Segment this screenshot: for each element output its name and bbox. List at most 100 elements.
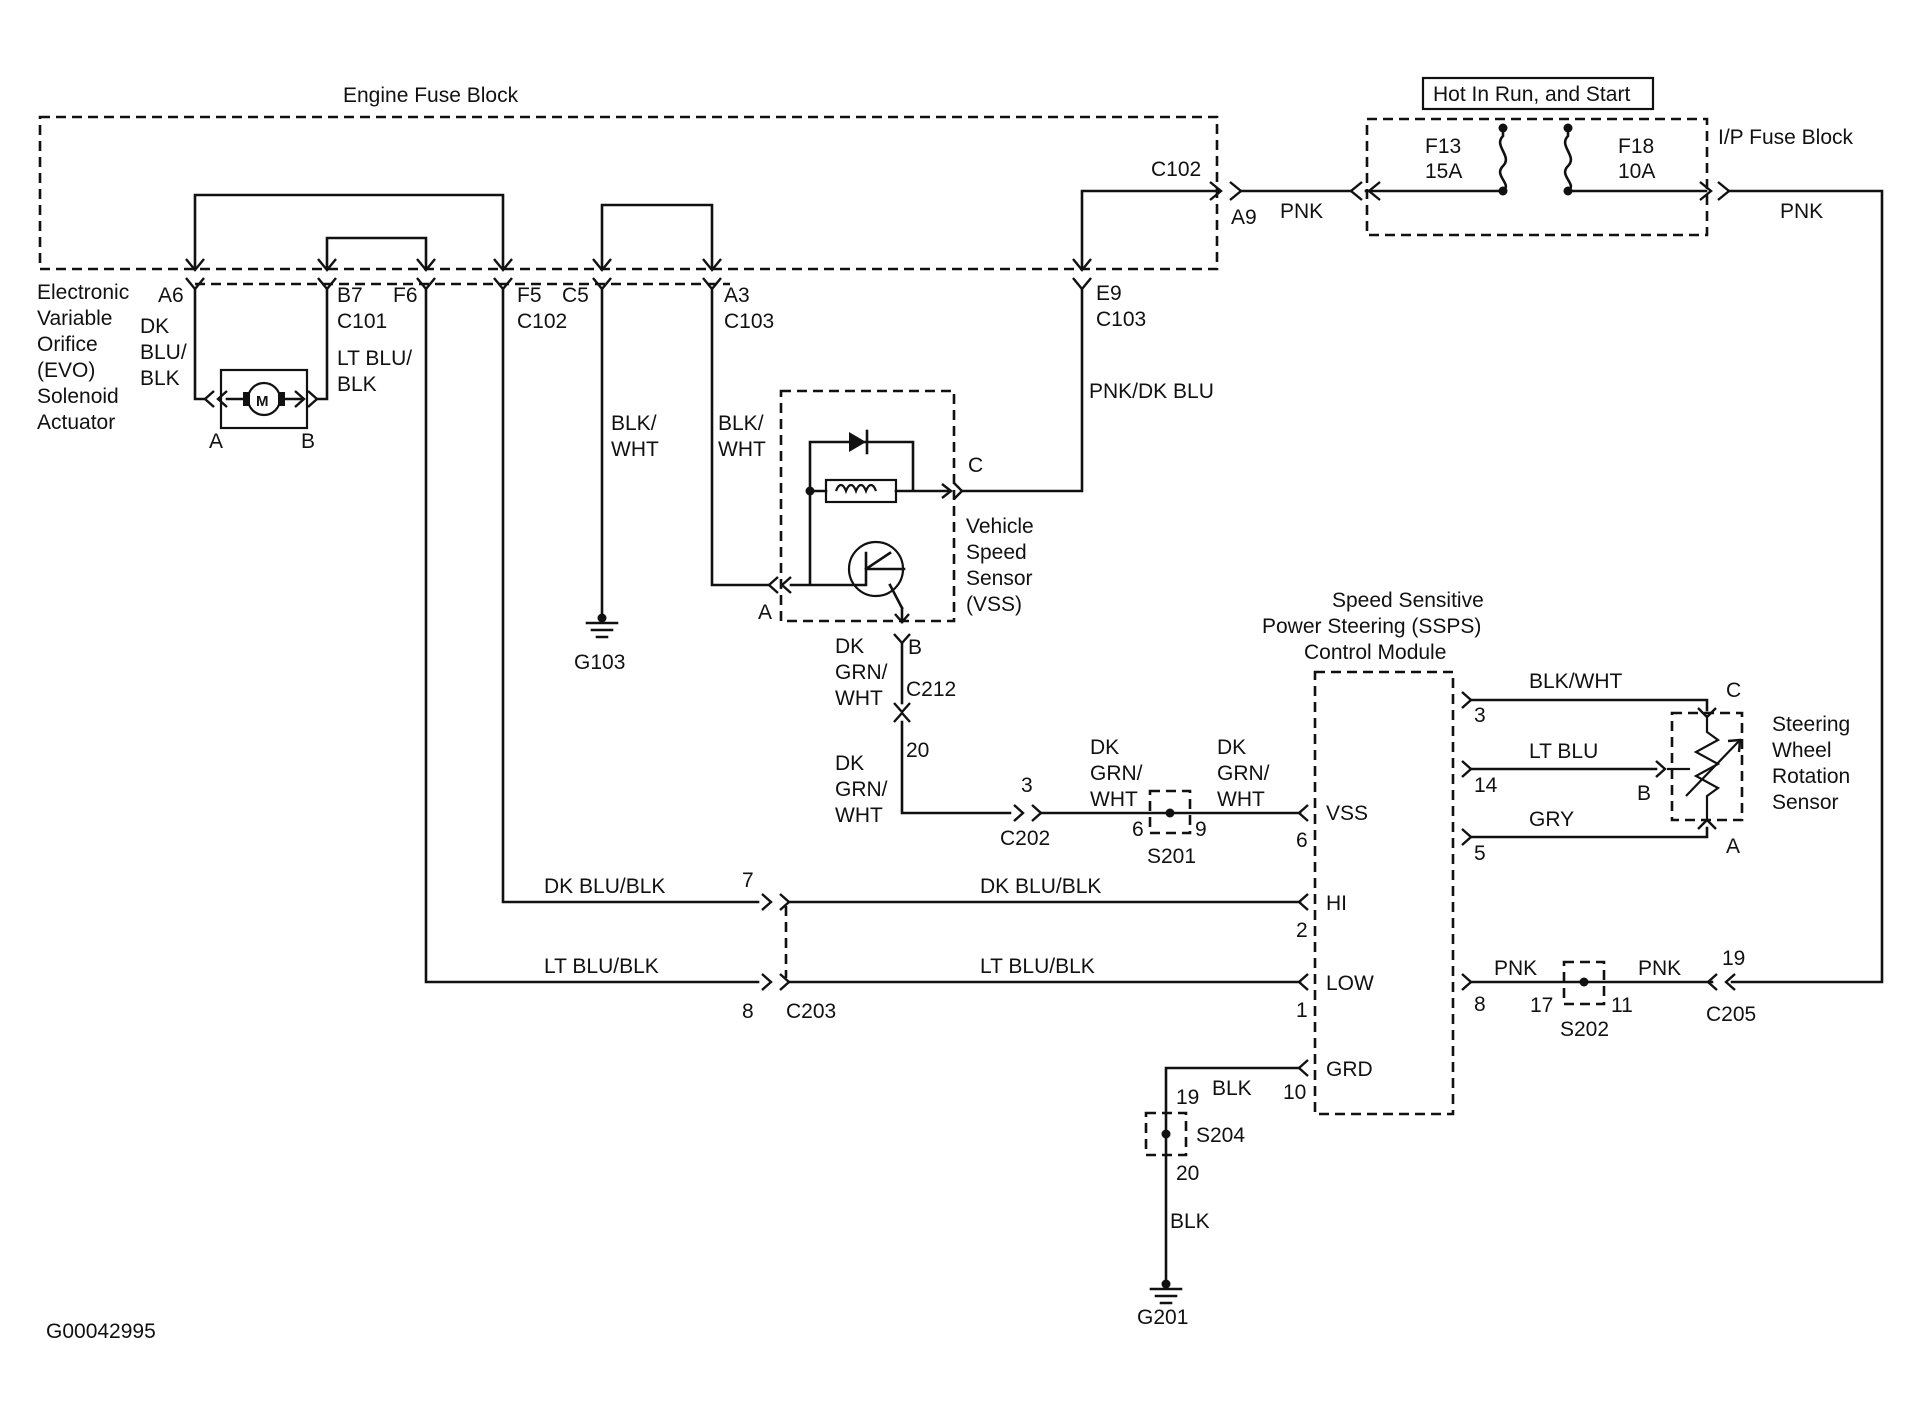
wire-blk-wht-a3-vss (710, 287, 770, 587)
vss-transistor-emitter-arrow (894, 613, 910, 624)
ssps-low-pin: 1 (1296, 999, 1308, 1022)
engine-fuse-block-jumper-c5-a3 (600, 203, 714, 269)
wire-dk-grn-wht-c212-line-2: GRN/ (835, 661, 888, 684)
evo-pin-b-chevron (294, 390, 319, 408)
vss-pin-a-chevron (767, 576, 792, 594)
vss-pin-b-label: B (908, 636, 922, 659)
ssps-pin-8-chevron (1461, 973, 1473, 991)
ssps-pin-14-chevron (1461, 760, 1473, 778)
evo-title-line-4: (EVO) (37, 359, 95, 382)
evo-title-line-3: Orifice (37, 333, 98, 356)
ssps-title-line-2: Power Steering (SSPS) (1262, 615, 1481, 638)
wire-dk-grn-wht-20-line-1: DK (835, 752, 864, 775)
vss-internal-wires (789, 440, 952, 587)
wire-lt-blu-blk-left-label: LT BLU/BLK (544, 955, 659, 978)
fuse-f18-top-node (1563, 123, 1573, 133)
s202-label: S202 (1560, 1018, 1609, 1041)
ssps-pin-5-chevron (1461, 828, 1473, 846)
c212-label: C212 (906, 678, 956, 701)
wire-dk-grn-wht-20-line-2: GRN/ (835, 778, 888, 801)
s201-pin-right-label: 9 (1195, 818, 1207, 841)
wire-dk-grn-wht-s201l-line-3: WHT (1090, 788, 1138, 811)
wire-pnk-left-label: PNK (1280, 200, 1323, 223)
s201-label: S201 (1147, 845, 1196, 868)
c203-pin-bottom-label: 8 (742, 1000, 754, 1023)
s204-pin-bottom-label: 20 (1176, 1162, 1199, 1185)
engine-fuse-block-jumper-a6-f5 (193, 193, 505, 269)
evo-wire-a-line-2: BLU/ (140, 341, 187, 364)
ssps-low-label: LOW (1326, 972, 1374, 995)
ground-g201-icon (1149, 1279, 1183, 1305)
s204-splice-node (1161, 1129, 1171, 1139)
vss-title-line-3: Sensor (966, 567, 1033, 590)
fuse-f13-symbol (1498, 124, 1508, 193)
ssps-pin-3-chevron (1461, 691, 1473, 709)
s204-splice-box (1144, 1111, 1188, 1157)
wire-dk-grn-wht-s201l-line-2: GRN/ (1090, 762, 1143, 785)
s202-pin-left-label: 17 (1530, 994, 1553, 1017)
c212-chevron (893, 702, 911, 723)
wire-pnk-dk-blu-vss-e9 (960, 287, 1084, 493)
ip-fuse-block-outline (1365, 117, 1709, 237)
wire-dk-grn-wht-s201l-line-1: DK (1090, 736, 1119, 759)
ssps-grd-chevron (1297, 1059, 1309, 1077)
engine-fuse-block: Engine Fuse Block (38, 84, 1243, 291)
evo-actuator: Electronic Variable Orifice (EVO) Soleno… (37, 281, 412, 453)
engine-fuse-block-jumper-c102-e9 (1080, 189, 1220, 269)
evo-pin-a-label: A (209, 430, 223, 453)
connector-f6-label: F6 (393, 284, 418, 307)
ssps-hi-label: HI (1326, 892, 1347, 915)
wire-dk-blu-blk-right-label: DK BLU/BLK (980, 875, 1101, 898)
ssps-low-chevron (1297, 973, 1309, 991)
wire-dk-grn-wht-s201r-line-3: WHT (1217, 788, 1265, 811)
wire-blk-wht-line-2: WHT (611, 438, 659, 461)
vss-pin-c-label: C (968, 454, 983, 477)
wire-dk-grn-wht-s201r-line-2: GRN/ (1217, 762, 1270, 785)
ssps-grd-label: GRD (1326, 1058, 1373, 1081)
steering-sensor-pin-a-label: A (1726, 835, 1740, 858)
s204-pin-top-label: 19 (1176, 1086, 1199, 1109)
fuse-f13-name: F13 (1425, 135, 1461, 158)
evo-wire-a-line-3: BLK (140, 367, 180, 390)
wire-dk-grn-wht-20-line-3: WHT (835, 804, 883, 827)
connector-c102-top-label: C102 (1151, 158, 1201, 181)
c203-label: C203 (786, 1000, 836, 1023)
evo-title-line-6: Actuator (37, 411, 115, 434)
wire-pnk-s202r-label: PNK (1638, 957, 1681, 980)
ip-fuse-block: Hot In Run, and Start I/P Fuse Block F13… (1349, 76, 1854, 237)
wire-pnk-dk-blu-label: PNK/DK BLU (1089, 380, 1214, 403)
vss-sensor (767, 389, 956, 645)
ssps-module: Speed Sensitive Power Steering (SSPS) Co… (1262, 589, 1498, 1116)
vss-coil-box (824, 478, 898, 504)
steering-sensor-title-line-1: Steering (1772, 713, 1850, 736)
ip-term-a9-label: A9 (1231, 206, 1257, 229)
diagram-id: G00042995 (46, 1320, 156, 1343)
wire-blk-wht-sensor (1469, 698, 1709, 712)
wire-dk-grn-wht-c212-line-1: DK (835, 635, 864, 658)
wire-pnk-s202l-label: PNK (1494, 957, 1537, 980)
steering-sensor-pin-b-label: B (1637, 782, 1651, 805)
s202-pin-right-label: 11 (1611, 994, 1633, 1017)
connector-a3-label: A3 (724, 284, 750, 307)
connector-c103-label: C103 (724, 310, 774, 333)
evo-pin-a-chevron (203, 390, 228, 408)
connector-a6-label: A6 (158, 284, 184, 307)
ip-hot-label: Hot In Run, and Start (1433, 83, 1630, 106)
evo-motor-label: M (256, 393, 269, 410)
ground-g201-label: G201 (1137, 1306, 1188, 1329)
vss-title-line-2: Speed (966, 541, 1027, 564)
connector-c5-label: C5 (562, 284, 589, 307)
wire-dk-grn-wht-c212-line-3: WHT (835, 687, 883, 710)
wire-blk-s204-label: BLK (1170, 1210, 1210, 1233)
c202-pin-label: 3 (1021, 774, 1033, 797)
s201-pin-left-label: 6 (1132, 818, 1144, 841)
wire-pnk-ip-to-c205 (1728, 189, 1884, 984)
wire-blk-ground-label: BLK (1212, 1077, 1252, 1100)
ssps-title-line-3: Control Module (1304, 641, 1446, 664)
steering-sensor-wiper (1667, 739, 1741, 797)
c202-chevron (1013, 804, 1043, 822)
evo-title-line-5: Solenoid (37, 385, 119, 408)
c205-pin-label: 19 (1722, 947, 1745, 970)
ground-g103-label: G103 (574, 651, 625, 674)
vss-outline (779, 389, 956, 623)
